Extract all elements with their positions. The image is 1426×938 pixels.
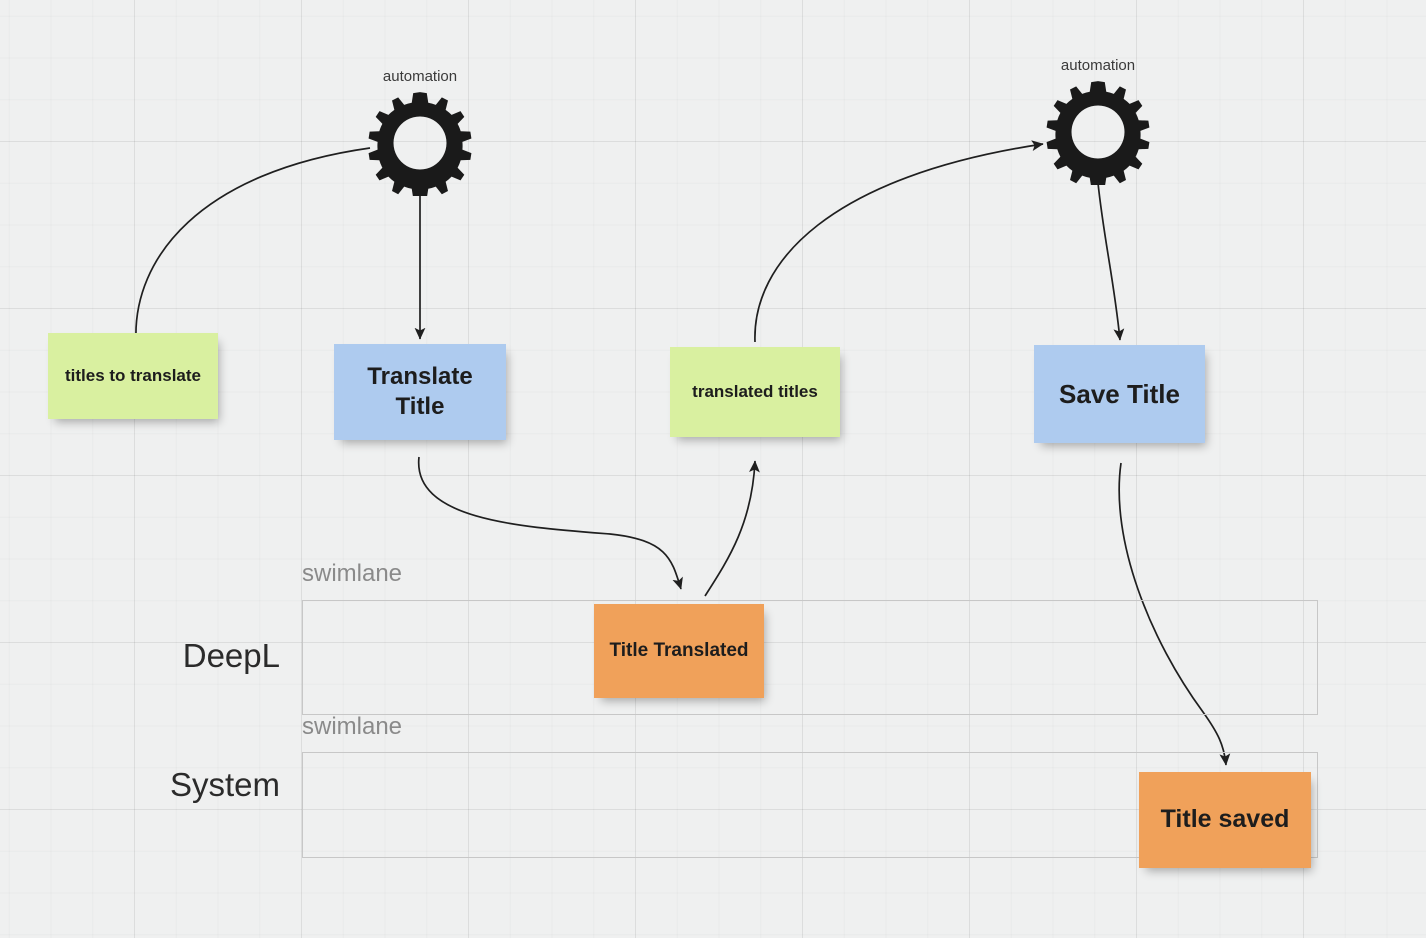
swimlane-title-deepl: DeepL [182,637,280,674]
swimlane-tag-deepl: swimlane [302,560,403,587]
swimlane-title-system: System [169,766,280,803]
gear-icon [1045,79,1151,190]
automation-right[interactable]: automation [1038,57,1158,190]
automation-left-label: automation [382,68,458,85]
note-titles-to-translate[interactable]: titles to translate [48,333,218,419]
note-save-title[interactable]: Save Title [1034,345,1205,443]
automation-right-label: automation [1060,57,1136,74]
note-translated-titles[interactable]: translated titles [670,347,840,437]
note-title-translated[interactable]: Title Translated [594,604,764,698]
connector-event-to-readmodel [704,460,760,597]
connector-readmodel-to-automation [754,140,1044,343]
note-translate-title[interactable]: Translate Title [334,344,506,440]
swimlane-box-deepl[interactable] [302,600,1318,715]
connector-automation-right-to-command [1097,182,1125,341]
connector-command-to-event [418,456,683,590]
note-title-saved[interactable]: Title saved [1139,772,1311,868]
swimlane-box-system[interactable] [302,752,1318,858]
connector-titles-to-automation-left [135,147,371,341]
gear-icon [367,90,473,201]
swimlane-tag-system: swimlane [302,713,403,740]
automation-left[interactable]: automation [360,68,480,201]
